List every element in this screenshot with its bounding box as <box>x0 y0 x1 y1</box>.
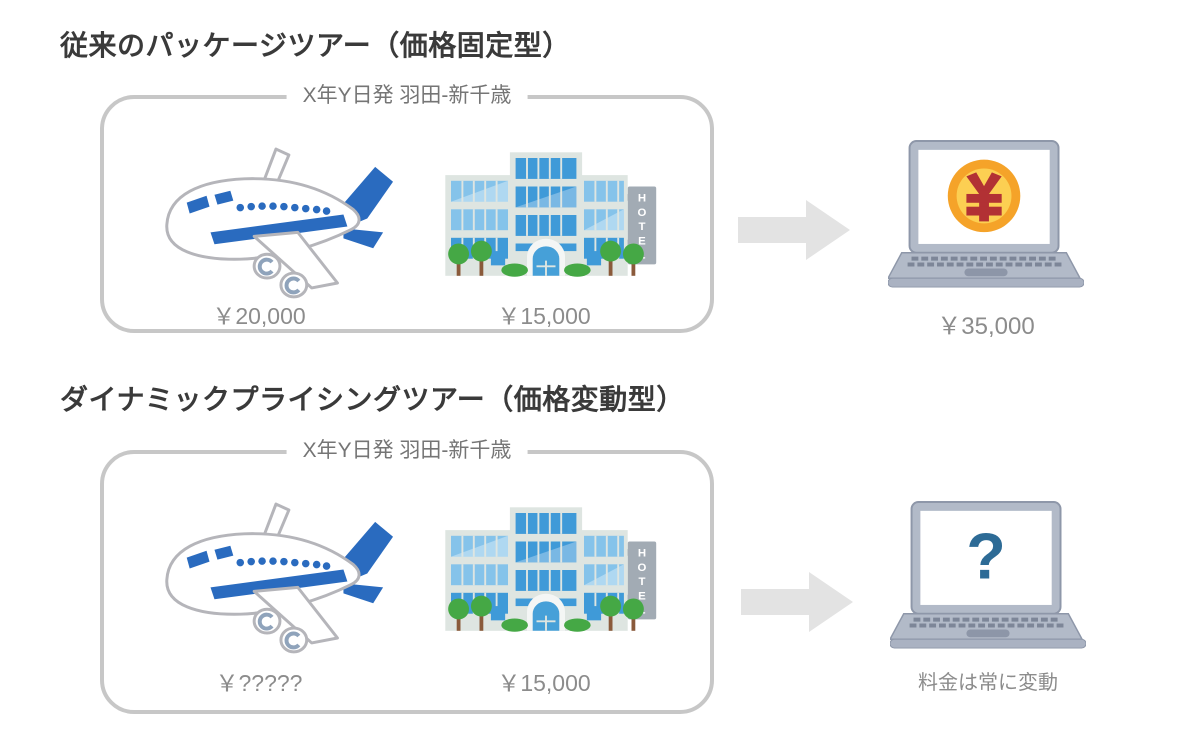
result-price: ￥35,000 <box>937 313 1035 340</box>
departure-label: X年Y日発 羽田-新千歳 <box>286 83 528 109</box>
airplane-icon <box>149 492 397 656</box>
laptop-icon <box>888 139 1084 294</box>
airplane-icon <box>149 137 397 301</box>
hotel-price: ￥15,000 <box>497 303 591 329</box>
flight-price: ￥20,000 <box>212 303 306 329</box>
result-caption: 料金は常に変動 <box>918 672 1058 694</box>
tour-box-fixed: X年Y日発 羽田-新千歳 <box>100 83 714 333</box>
tour-box-dynamic: X年Y日発 羽田-新千歳 <box>100 438 714 714</box>
arrow-right-icon <box>738 200 850 260</box>
svg-text:?: ? <box>966 519 1006 592</box>
arrow-right-icon <box>741 572 853 632</box>
laptop-icon: ? <box>890 500 1086 655</box>
question-mark-icon: ? <box>966 519 1006 592</box>
hotel-icon: HOTEL <box>430 494 662 646</box>
hotel-price: ￥15,000 <box>497 670 591 696</box>
section-title-dynamic: ダイナミックプライシングツアー（価格変動型） <box>60 384 685 415</box>
hotel-icon: HOTEL <box>430 139 662 291</box>
section-title-fixed: 従来のパッケージツアー（価格固定型） <box>60 30 571 61</box>
yen-coin-icon <box>947 159 1021 233</box>
flight-price: ￥????? <box>215 670 303 696</box>
departure-label: X年Y日発 羽田-新千歳 <box>286 438 528 464</box>
